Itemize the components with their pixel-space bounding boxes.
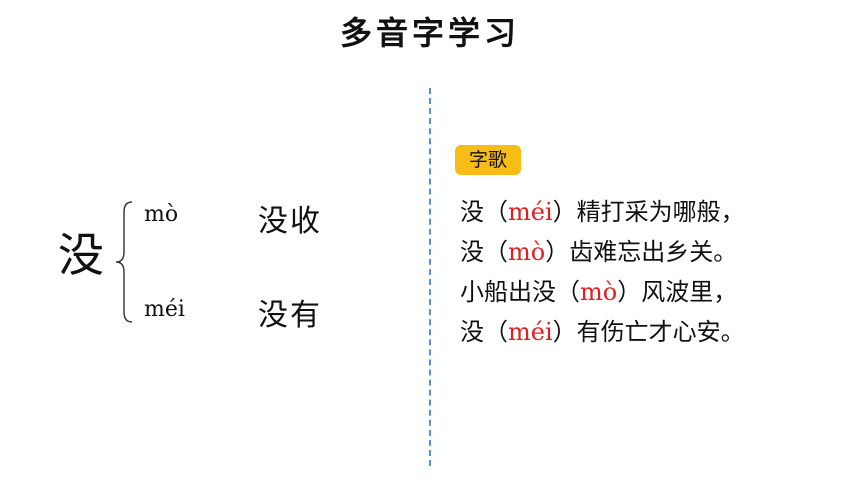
poem: 没（méi）精打采为哪般， 没（mò）齿难忘出乡关。 小船出没（mò）风波里， …: [460, 192, 745, 352]
reading-pinyin-2: méi: [144, 297, 185, 322]
poem-line: 没（mò）齿难忘出乡关。: [460, 232, 745, 272]
dashed-divider: [429, 88, 431, 466]
poem-line: 没（méi）精打采为哪般，: [460, 192, 745, 232]
main-character: 没: [58, 228, 104, 282]
poem-line: 没（méi）有伤亡才心安。: [460, 312, 745, 352]
poem-line-text: ）有伤亡才心安。: [552, 318, 745, 346]
poem-pinyin: méi: [508, 198, 553, 226]
poem-line-text: ）风波里，: [617, 278, 738, 306]
poem-line-text: 没（: [460, 318, 508, 346]
reading-word-1: 没收: [258, 204, 322, 239]
song-badge: 字歌: [455, 145, 521, 175]
poem-line-text: 没（: [460, 238, 508, 266]
poem-line-text: 小船出没（: [460, 278, 580, 306]
page-title: 多音字学习: [339, 14, 520, 52]
poem-line-text: 没（: [460, 198, 508, 226]
poem-line: 小船出没（mò）风波里，: [460, 272, 745, 312]
poem-pinyin: méi: [508, 318, 553, 346]
poem-pinyin: mò: [508, 238, 546, 266]
reading-pinyin-1: mò: [144, 202, 179, 227]
poem-line-text: ）精打采为哪般，: [552, 198, 745, 226]
reading-word-2: 没有: [258, 298, 322, 333]
poem-line-text: ）齿难忘出乡关。: [545, 238, 738, 266]
brace-icon: [115, 201, 133, 323]
poem-pinyin: mò: [580, 278, 618, 306]
